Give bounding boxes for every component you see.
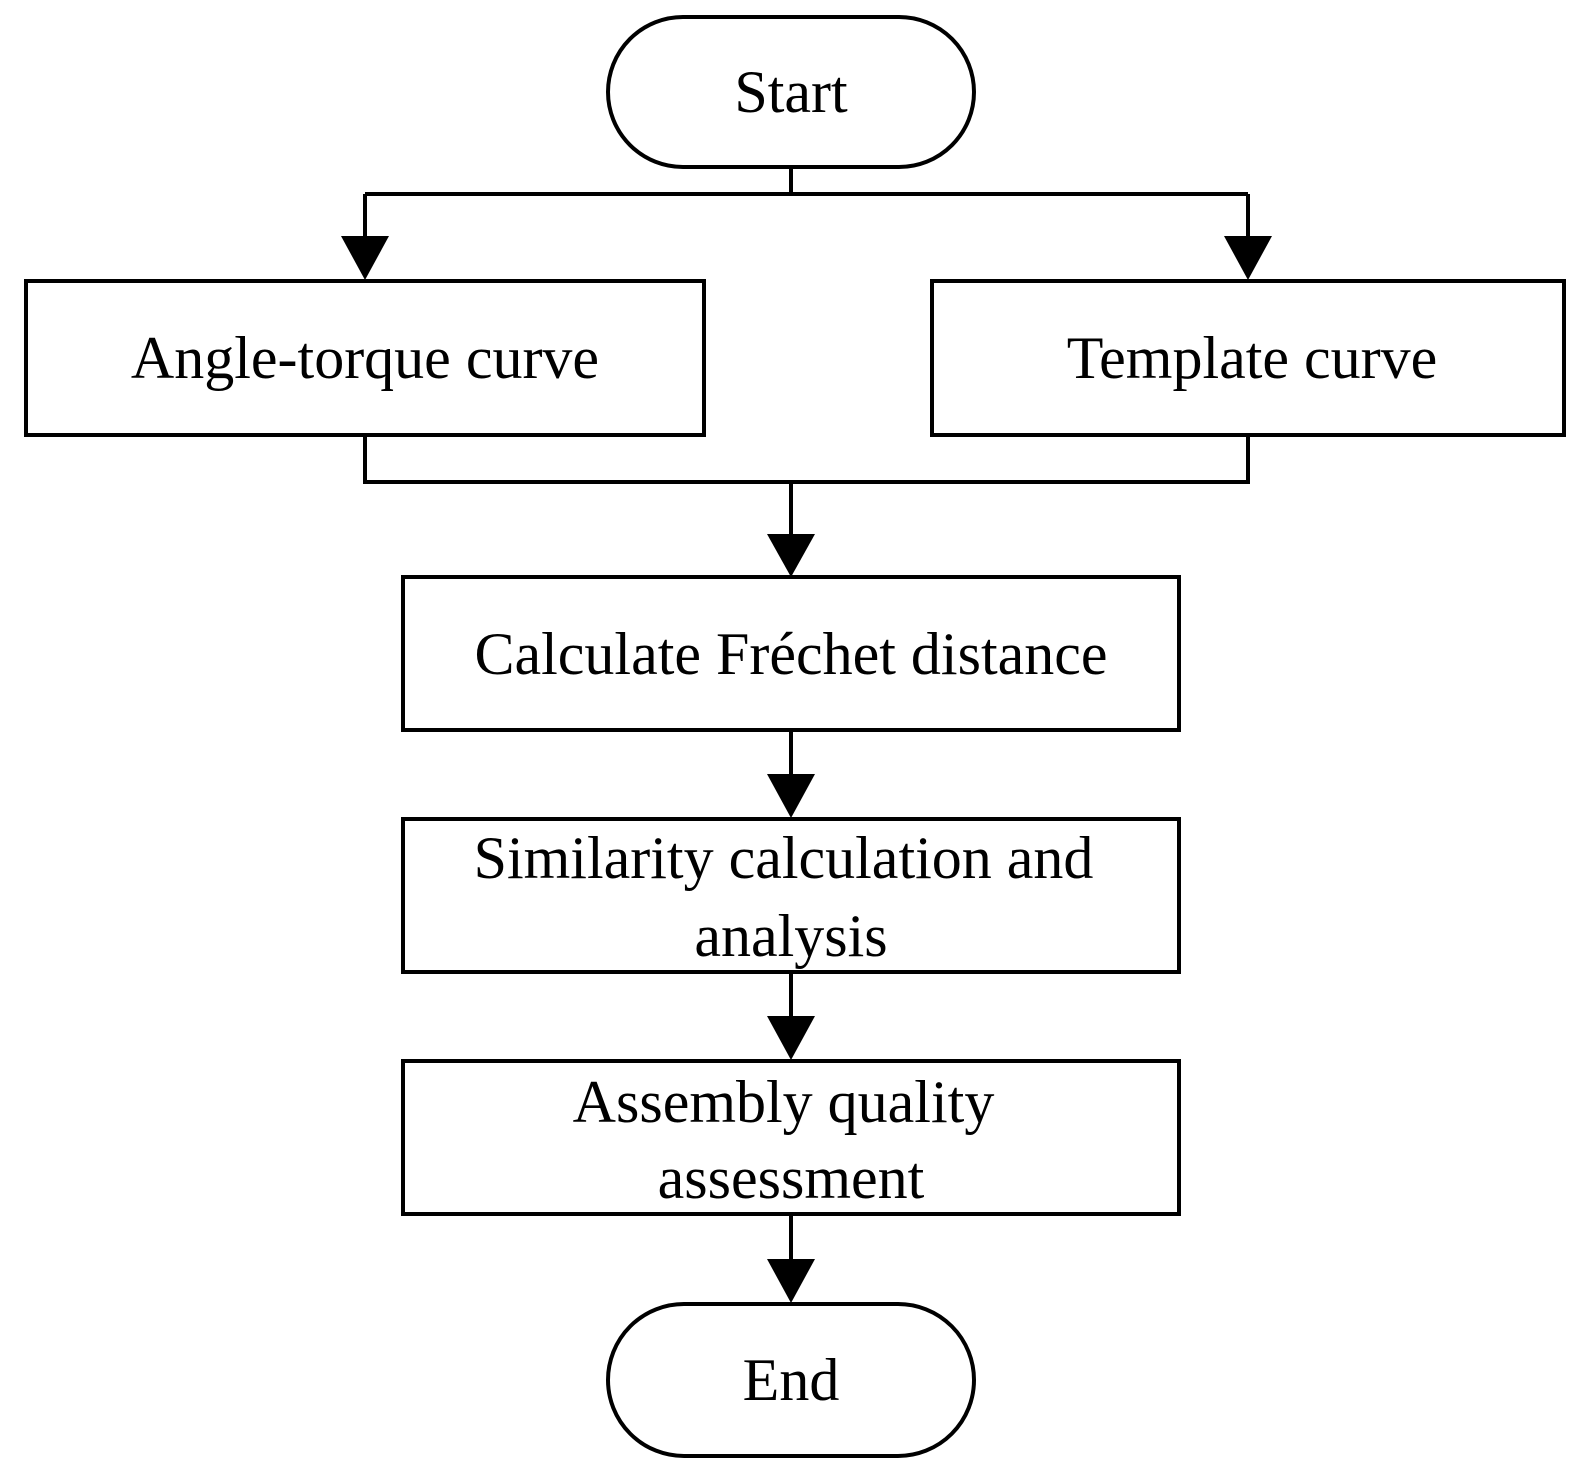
angle-torque-node: Angle-torque curve (24, 279, 706, 437)
assessment-box (401, 1059, 1181, 1216)
template-box (930, 279, 1566, 437)
frechet-to-similarity-connector (767, 730, 815, 818)
frechet-node: Calculate Fréchet distance (401, 575, 1181, 732)
start-label: Start (734, 59, 848, 125)
assessment-label-line1: Assembly quality (573, 1069, 995, 1135)
merge-connector (363, 435, 1250, 577)
start-node: Start (606, 15, 976, 169)
end-label: End (743, 1347, 840, 1413)
angle-torque-label: Angle-torque curve (131, 325, 599, 391)
assessment-label: Assembly quality assessment (573, 1069, 1010, 1211)
split-connector (341, 167, 1272, 280)
similarity-label-line1: Similarity calculation and (474, 825, 1094, 891)
merge-line (363, 435, 1250, 484)
end-node: End (606, 1302, 976, 1458)
frechet-box (401, 575, 1181, 732)
right-branch-arrowhead (1224, 236, 1272, 280)
frechet-label: Calculate Fréchet distance (474, 621, 1107, 687)
template-node: Template curve (930, 279, 1566, 437)
left-branch-arrowhead (341, 236, 389, 280)
frechet-to-similarity-arrowhead (767, 774, 815, 818)
assessment-label-line2: assessment (658, 1145, 925, 1211)
merge-arrowhead (767, 534, 815, 577)
similarity-to-assessment-connector (767, 972, 815, 1060)
similarity-label: Similarity calculation and analysis (474, 825, 1109, 969)
similarity-label-line2: analysis (694, 903, 887, 969)
assessment-to-end-connector (767, 1214, 815, 1303)
assessment-to-end-arrowhead (767, 1259, 815, 1303)
assessment-node: Assembly quality assessment (401, 1059, 1181, 1216)
similarity-to-assessment-arrowhead (767, 1016, 815, 1060)
end-terminator (606, 1302, 976, 1458)
similarity-node: Similarity calculation and analysis (401, 817, 1181, 974)
template-label: Template curve (1067, 325, 1438, 391)
